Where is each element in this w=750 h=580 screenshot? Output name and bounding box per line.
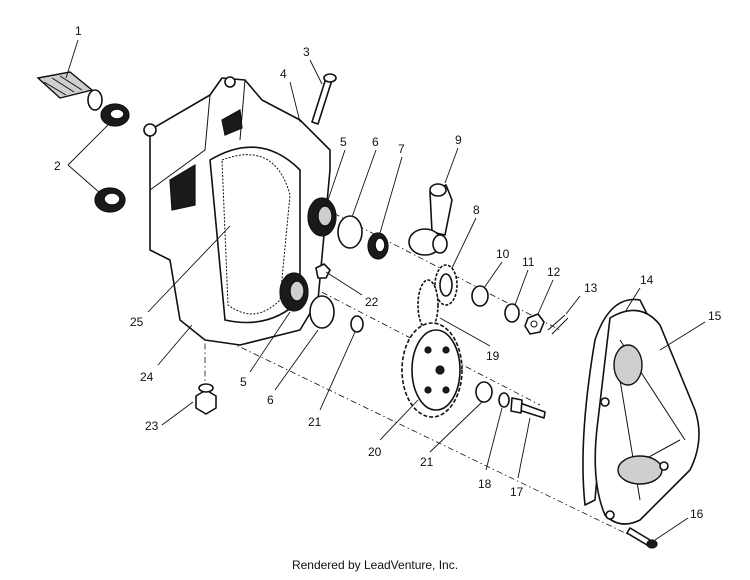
callout-19: 19 xyxy=(486,349,500,363)
callout-6-upper: 6 xyxy=(372,135,379,149)
plug-22 xyxy=(315,263,331,279)
washer-11 xyxy=(504,303,520,323)
callout-8: 8 xyxy=(473,203,480,217)
callout-5-lower: 5 xyxy=(240,375,247,389)
callout-labels: 1 2 3 4 5 5 6 6 7 9 8 10 11 12 13 14 15 … xyxy=(54,24,722,521)
callout-13: 13 xyxy=(584,281,598,295)
callout-1: 1 xyxy=(75,24,82,38)
callout-6-lower: 6 xyxy=(267,393,274,407)
bearing-upper xyxy=(307,197,337,237)
bolt-3 xyxy=(311,73,337,125)
seal-upper xyxy=(100,103,130,127)
input-shaft xyxy=(36,71,103,111)
callout-4: 4 xyxy=(280,67,287,81)
callout-11: 11 xyxy=(522,255,535,269)
cover-bolt-16 xyxy=(626,527,658,549)
sprocket-upper xyxy=(434,264,458,306)
bolt-17 xyxy=(510,397,546,419)
callout-23: 23 xyxy=(145,419,159,433)
callout-24: 24 xyxy=(140,370,154,384)
callout-5-upper: 5 xyxy=(340,135,347,149)
callout-16: 16 xyxy=(690,507,704,521)
callout-15: 15 xyxy=(708,309,722,323)
callout-10: 10 xyxy=(496,247,510,261)
callout-14: 14 xyxy=(640,273,654,287)
callout-7: 7 xyxy=(398,142,405,156)
callout-22: 22 xyxy=(365,295,379,309)
retaining-ring-lower xyxy=(309,295,335,329)
callout-21-lower: 21 xyxy=(420,455,434,469)
callout-3: 3 xyxy=(303,45,310,59)
callout-20: 20 xyxy=(368,445,382,459)
washer-21-upper xyxy=(350,315,364,333)
callout-9: 9 xyxy=(455,133,462,147)
washer-18 xyxy=(498,392,510,408)
washer-21-lower xyxy=(475,381,493,403)
seal-7 xyxy=(367,232,389,260)
seal-lower xyxy=(94,187,126,213)
drain-plug-23 xyxy=(195,383,217,415)
cotter-pin-13 xyxy=(547,314,569,335)
callout-17: 17 xyxy=(510,485,524,499)
callout-25: 25 xyxy=(130,315,144,329)
retaining-ring-upper xyxy=(337,215,363,249)
chaincase-cover xyxy=(594,309,700,525)
callout-21-upper: 21 xyxy=(308,415,322,429)
callout-leader-lines xyxy=(65,39,706,541)
callout-18: 18 xyxy=(478,477,492,491)
footer-credit: Rendered by LeadVenture, Inc. xyxy=(291,558,459,572)
callout-12: 12 xyxy=(547,265,561,279)
callout-2: 2 xyxy=(54,159,61,173)
washer-10 xyxy=(471,285,489,307)
chain-tensioner xyxy=(408,183,453,256)
bearing-lower xyxy=(279,272,309,312)
nut-12 xyxy=(524,313,545,335)
sprocket-large xyxy=(401,322,463,418)
